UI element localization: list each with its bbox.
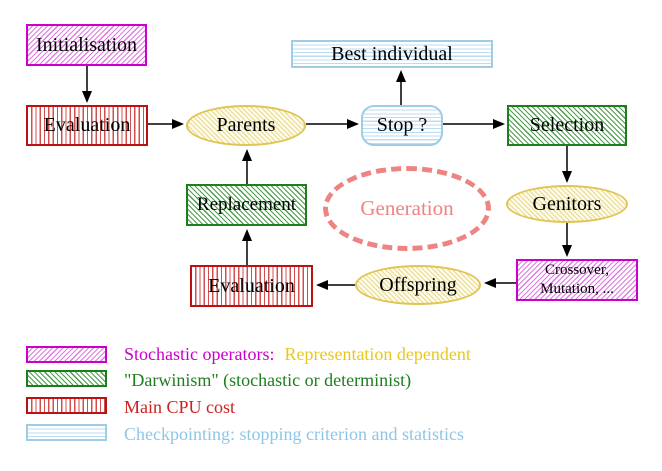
ellipse-parents: Parents [186, 105, 306, 146]
legend-label-stochastic-primary: Stochastic operators: [124, 344, 275, 364]
node-evaluation-bottom: Evaluation [190, 265, 313, 307]
crossover-line1: Crossover, [545, 262, 609, 279]
mutation-line2: Mutation, ... [540, 281, 614, 297]
legend-label-main-cpu-cost: Main CPU cost [124, 397, 236, 417]
legend-swatch-main-cpu-cost [26, 397, 107, 414]
legend-swatch-darwinism [26, 370, 107, 387]
legend-label-checkpointing: Checkpointing: stopping criterion and st… [124, 424, 464, 444]
legend-label-darwinism: "Darwinism" (stochastic or determinist) [124, 370, 412, 390]
node-best-individual: Best individual [291, 40, 493, 68]
ellipse-genitors: Genitors [506, 185, 628, 223]
node-selection: Selection [507, 105, 627, 146]
node-replacement: Replacement [186, 184, 307, 226]
legend-swatch-stochastic-operators [26, 346, 107, 363]
node-crossover-mutation: Crossover, Mutation, ... [516, 259, 638, 301]
generation-loop-ellipse: Generation [323, 166, 491, 251]
legend-label-representation-dependent: Representation dependent [284, 344, 471, 364]
legend-swatch-checkpointing [26, 424, 107, 441]
legend-label-stochastic-operators: Stochastic operators: Representation depe… [124, 344, 471, 365]
node-initialisation: Initialisation [26, 24, 147, 66]
ellipse-offspring: Offspring [355, 265, 481, 305]
node-evaluation-top: Evaluation [26, 105, 148, 146]
node-stop-test: Stop ? [361, 105, 443, 146]
